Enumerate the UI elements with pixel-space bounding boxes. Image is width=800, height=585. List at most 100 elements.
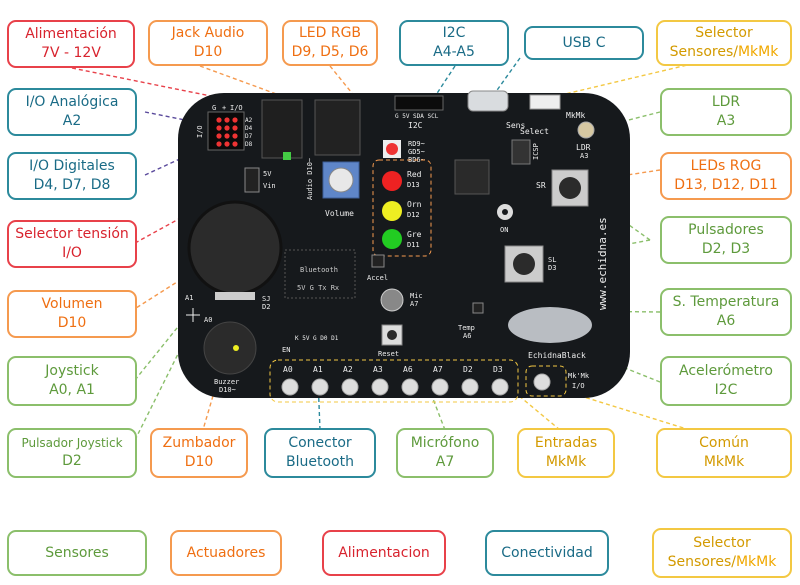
temp-text: Temp	[458, 324, 475, 332]
led-red-pin: D13	[407, 181, 420, 189]
io-header-plus: +	[222, 104, 226, 112]
microcontroller-chip	[454, 159, 490, 195]
power-led	[283, 152, 291, 160]
en-text: EN	[282, 346, 290, 354]
microphone	[380, 288, 404, 312]
i2c-header	[394, 95, 444, 111]
voltage-selector	[244, 167, 260, 193]
label-led-rgb: LED RGB D9, D5, D6	[282, 20, 378, 66]
on-text: ON	[500, 226, 508, 234]
led-red-text: Red	[407, 170, 422, 179]
io-pin-a2: A2	[245, 117, 253, 124]
label-usb-c: USB C	[524, 26, 644, 60]
label-comun: Común MkMk	[656, 428, 792, 478]
rgb-pin-g: GD5~	[408, 148, 425, 156]
label-entradas: Entradas MkMk	[517, 428, 615, 478]
label-alimentacion: Alimentación 7V - 12V	[7, 20, 135, 68]
label-selector-top: Selector Sensores/MkMk	[656, 20, 792, 66]
led-green	[382, 229, 402, 249]
temperature-sensor	[472, 302, 484, 314]
label-leds-rog: LEDs ROG D13, D12, D11	[660, 152, 792, 200]
pad-a6: A6	[403, 365, 413, 374]
icsp-header	[511, 139, 531, 165]
bluetooth-module	[284, 249, 356, 299]
accelerometer-chip	[371, 254, 385, 268]
led-gre-text: Gre	[407, 230, 422, 239]
joystick	[187, 200, 283, 296]
pad-a3: A3	[373, 365, 383, 374]
label-jack-audio: Jack Audio D10	[148, 20, 268, 66]
io-pin-d7: D7	[245, 133, 253, 140]
label-temperatura: S. Temperatura A6	[660, 288, 792, 336]
pad-a1: A1	[313, 365, 323, 374]
io-pin-d4: D4	[245, 125, 253, 132]
bt-bottom-text: K 5V G D0 D1	[295, 335, 339, 342]
selector-switch	[529, 94, 561, 110]
ldr-pin-text: A3	[580, 152, 588, 160]
volume-text: Volume	[325, 209, 354, 218]
led-orn-pin: D12	[407, 211, 420, 219]
joystick-base	[215, 292, 255, 300]
led-gre-pin: D11	[407, 241, 420, 249]
pad-d3: D3	[493, 365, 503, 374]
rgb-pin-r: RD9~	[408, 140, 425, 148]
io-left-text: I/O	[196, 125, 204, 138]
rgb-led-dot	[386, 143, 398, 155]
sr-text: SR	[536, 181, 546, 190]
sl-text: SL	[548, 256, 556, 264]
a0-text: A0	[204, 316, 212, 324]
label-ldr: LDR A3	[660, 88, 792, 136]
bt-pins-text: 5V G Tx Rx	[297, 284, 339, 292]
legend-conectividad: Conectividad	[485, 530, 609, 576]
led-red	[382, 171, 402, 191]
power-jack	[261, 99, 303, 159]
label-volumen: Volumen D10	[7, 290, 137, 338]
echidna-mascot-icon	[508, 307, 592, 343]
pads-highlight-box	[269, 359, 519, 403]
i2c-header-text: G 5V SDA SCL	[395, 113, 439, 120]
select-text: Select	[520, 127, 549, 136]
led-orange	[382, 201, 402, 221]
label-pulsadores: Pulsadores D2, D3	[660, 216, 792, 264]
label-microfono: Micrófono A7	[396, 428, 494, 478]
brand-text: EchidnaBlack	[528, 351, 586, 360]
io-header-io: I/O	[230, 104, 243, 112]
pad-d2: D2	[463, 365, 473, 374]
label-io-analogica: I/O Analógica A2	[7, 88, 137, 136]
legend-alimentacion: Alimentacion	[322, 530, 446, 576]
label-pulsador-joystick: Pulsador Joystick D2	[7, 428, 137, 478]
temp-pin-text: A6	[463, 332, 471, 340]
common-pad	[533, 373, 551, 391]
joystick-axes-icon	[186, 308, 200, 322]
label-bluetooth: Conector Bluetooth	[264, 428, 376, 478]
label-io-digitales: I/O Digitales D4, D7, D8	[7, 152, 137, 200]
sj-pin-text: D2	[262, 303, 270, 311]
legend-selector: Selector Sensores/MkMk	[652, 528, 792, 578]
buzzer-text: Buzzer	[214, 378, 239, 386]
ldr-sensor	[577, 121, 595, 139]
audio-jack	[314, 99, 361, 156]
sl-pin-text: D3	[548, 264, 556, 272]
vin-text: Vin	[263, 182, 276, 190]
label-i2c: I2C A4-A5	[399, 20, 509, 66]
io-pin-d8: D8	[245, 141, 253, 148]
buzzer	[203, 321, 257, 375]
led-orn-text: Orn	[407, 200, 422, 209]
v5-text: 5V	[263, 170, 272, 178]
sens-text: Sens	[506, 121, 525, 130]
legend-actuadores: Actuadores	[170, 530, 282, 576]
pad-a2: A2	[343, 365, 353, 374]
reset-text: Reset	[378, 350, 399, 358]
i2c-title-text: I2C	[408, 121, 423, 130]
common-io-text: I/O	[572, 382, 585, 390]
common-text: Mk'Mk	[568, 372, 590, 380]
legend-sensores: Sensores	[7, 530, 147, 576]
leds-highlight-box	[372, 159, 432, 257]
audio-text: Audio D10~	[306, 158, 314, 200]
io-header-g: G	[212, 104, 216, 112]
icsp-text: ICSP	[532, 143, 540, 160]
buzzer-pin-text: D10~	[219, 386, 236, 394]
usb-c-port	[467, 90, 509, 112]
a1-text: A1	[185, 294, 193, 302]
